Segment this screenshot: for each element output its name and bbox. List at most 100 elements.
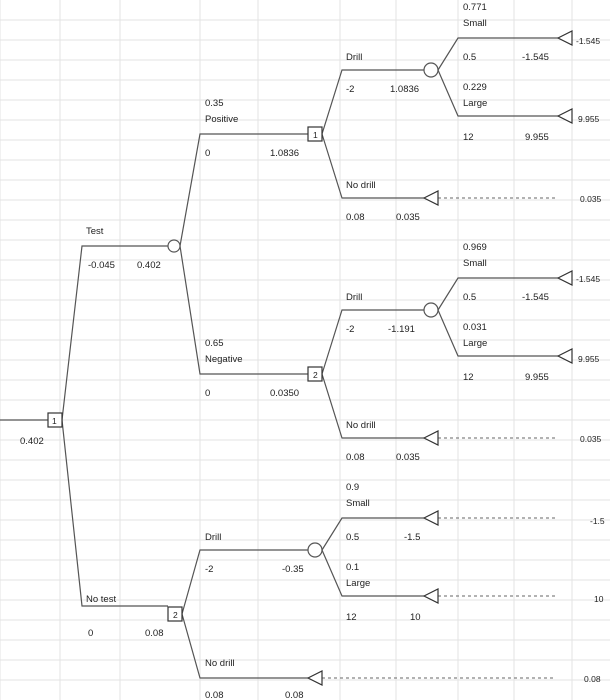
negative-payoff: 0 — [205, 388, 210, 399]
nt-large-prob: 0.1 — [346, 562, 359, 573]
branch-nt-no-drill — [181, 613, 308, 679]
positive-value: 1.0836 — [270, 148, 299, 159]
nt-large-end-value: 10 — [594, 594, 604, 604]
neg-drill-chance-node — [423, 302, 439, 318]
branch-no-test — [61, 419, 168, 607]
negative-prob: 0.65 — [205, 338, 224, 349]
neg-small-payoff: 0.5 — [463, 292, 476, 303]
pos-drill-value: 1.0836 — [390, 84, 419, 95]
negative-node-id: 2 — [313, 370, 318, 380]
neg-large-payoff: 12 — [463, 372, 474, 383]
branch-neg-drill — [321, 309, 424, 375]
neg-drill-cost: -2 — [346, 324, 354, 335]
branch-nt-drill — [181, 549, 308, 615]
end-nodes — [306, 30, 573, 686]
neg-small-prob: 0.969 — [463, 242, 487, 253]
pos-no-drill-cum: 0.035 — [396, 212, 420, 223]
neg-no-drill-cum: 0.035 — [396, 452, 420, 463]
neg-drill-value: -1.191 — [388, 324, 415, 335]
end-triangle-nt-small — [422, 510, 439, 526]
negative-value: 0.0350 — [270, 388, 299, 399]
positive-label: Positive — [205, 114, 238, 125]
pos-large-end-value: 9.955 — [578, 114, 600, 124]
nt-large-label: Large — [346, 578, 370, 589]
neg-small-cum: -1.545 — [522, 292, 549, 303]
nt-small-cum: -1.5 — [404, 532, 420, 543]
pos-no-drill-payoff: 0.08 — [346, 212, 365, 223]
nt-large-payoff: 12 — [346, 612, 357, 623]
no-test-node-id: 2 — [173, 610, 178, 620]
end-triangle-nt-large — [422, 588, 439, 604]
pos-no-drill-label: No drill — [346, 180, 376, 191]
test-label: Test — [86, 226, 104, 237]
nt-drill-chance-node — [307, 542, 323, 558]
nt-large-cum: 10 — [410, 612, 421, 623]
branch-pos-drill — [321, 69, 424, 135]
branch-positive — [179, 133, 308, 247]
end-triangle-pos-no-drill — [422, 190, 439, 206]
branch-nt-small — [321, 517, 424, 551]
test-chance-node — [167, 239, 181, 253]
neg-large-end-value: 9.955 — [578, 354, 600, 364]
nt-small-prob: 0.9 — [346, 482, 359, 493]
pos-large-payoff: 12 — [463, 132, 474, 143]
neg-large-label: Large — [463, 338, 487, 349]
positive-node-id: 1 — [313, 130, 318, 140]
tree-nodes: 1 1 2 2 — [47, 62, 439, 622]
branch-neg-large — [437, 309, 558, 357]
end-triangle-pos-large — [556, 108, 573, 124]
positive-decision-node — [307, 126, 323, 142]
neg-drill-label: Drill — [346, 292, 362, 303]
negative-label: Negative — [205, 354, 243, 365]
nt-no-drill-label: No drill — [205, 658, 235, 669]
neg-large-prob: 0.031 — [463, 322, 487, 333]
root-node-id: 1 — [52, 416, 57, 426]
branch-pos-large — [437, 69, 558, 117]
end-leaders — [322, 197, 556, 679]
branch-test — [61, 245, 168, 421]
nt-drill-label: Drill — [205, 532, 221, 543]
end-triangle-pos-small — [556, 30, 573, 46]
branch-negative — [179, 245, 308, 375]
positive-prob: 0.35 — [205, 98, 224, 109]
pos-drill-label: Drill — [346, 52, 362, 63]
pos-drill-cost: -2 — [346, 84, 354, 95]
pos-large-label: Large — [463, 98, 487, 109]
nt-small-payoff: 0.5 — [346, 532, 359, 543]
tree-branches — [0, 37, 558, 679]
branch-neg-small — [437, 277, 558, 311]
no-test-label: No test — [86, 594, 116, 605]
nt-no-drill-end-value: 0.08 — [584, 674, 601, 684]
neg-large-cum: 9.955 — [525, 372, 549, 383]
branch-neg-no-drill — [321, 373, 424, 439]
neg-no-drill-label: No drill — [346, 420, 376, 431]
branch-pos-small — [437, 37, 558, 71]
nt-no-drill-cum: 0.08 — [285, 690, 304, 700]
end-triangle-neg-large — [556, 348, 573, 364]
pos-small-cum: -1.545 — [522, 52, 549, 63]
end-triangle-neg-no-drill — [422, 430, 439, 446]
pos-small-end-value: -1.545 — [576, 36, 600, 46]
pos-drill-chance-node — [423, 62, 439, 78]
neg-no-drill-end-value: 0.035 — [580, 434, 602, 444]
pos-small-label: Small — [463, 18, 487, 29]
no-test-value: 0.08 — [145, 628, 164, 639]
neg-no-drill-payoff: 0.08 — [346, 452, 365, 463]
no-test-decision-node — [167, 606, 183, 622]
nt-small-label: Small — [346, 498, 370, 509]
no-test-cost: 0 — [88, 628, 93, 639]
nt-drill-value: -0.35 — [282, 564, 304, 575]
pos-no-drill-end-value: 0.035 — [580, 194, 602, 204]
pos-small-payoff: 0.5 — [463, 52, 476, 63]
neg-small-label: Small — [463, 258, 487, 269]
pos-small-prob: 0.771 — [463, 2, 487, 13]
end-triangle-nt-no-drill — [306, 670, 323, 686]
root-decision-node — [47, 412, 63, 428]
root-value: 0.402 — [20, 436, 44, 447]
pos-large-prob: 0.229 — [463, 82, 487, 93]
test-cost: -0.045 — [88, 260, 115, 271]
nt-no-drill-payoff: 0.08 — [205, 690, 224, 700]
